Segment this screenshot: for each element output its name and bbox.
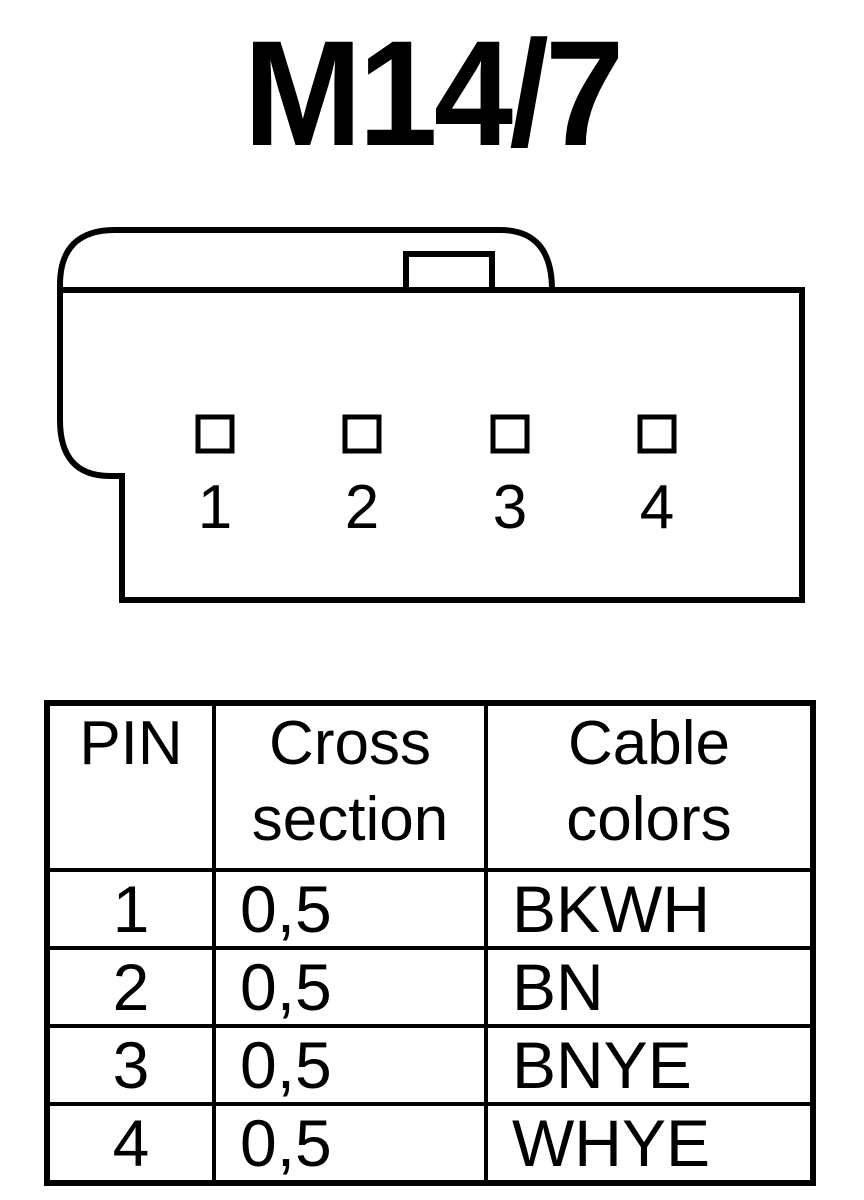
cell-cross-section: 0,5 (212, 1102, 488, 1185)
table-row: 4 0,5 WHYE (45, 1102, 815, 1185)
cell-pin: 2 (45, 946, 216, 1028)
header-cable-colors: Cable colors (484, 701, 815, 872)
table-row: 3 0,5 BNYE (45, 1024, 815, 1106)
pin-label-3: 3 (493, 473, 527, 542)
pin-label-2: 2 (345, 473, 379, 542)
header-pin: PIN (45, 701, 216, 872)
header-cross-section: Cross section (212, 701, 488, 872)
connector-diagram: 1 2 3 4 (57, 227, 805, 603)
cell-cable-color: BNYE (484, 1024, 815, 1106)
table-row: 1 0,5 BKWH (45, 868, 815, 950)
cell-cross-section: 0,5 (212, 1024, 488, 1106)
cell-cross-section: 0,5 (212, 868, 488, 950)
cell-pin: 1 (45, 868, 216, 950)
pin-label-4: 4 (640, 473, 674, 542)
pin-contact-1 (195, 414, 235, 454)
cell-cable-color: BKWH (484, 868, 815, 950)
pin-contact-2 (342, 414, 382, 454)
pin-contact-3 (490, 414, 530, 454)
latch-tab (403, 251, 495, 293)
pin-contact-4 (637, 414, 677, 454)
connector-title: M14/7 (243, 9, 624, 177)
table-row: 2 0,5 BN (45, 946, 815, 1028)
cell-cross-section: 0,5 (212, 946, 488, 1028)
table-header-row: PIN Cross section Cable colors (45, 701, 815, 872)
pinout-table: PIN Cross section Cable colors 1 0,5 BKW… (44, 700, 816, 1186)
connector-housing (57, 227, 805, 603)
cell-cable-color: WHYE (484, 1102, 815, 1185)
cell-pin: 3 (45, 1024, 216, 1106)
pin-label-1: 1 (198, 473, 232, 542)
cell-pin: 4 (45, 1102, 216, 1185)
cell-cable-color: BN (484, 946, 815, 1028)
